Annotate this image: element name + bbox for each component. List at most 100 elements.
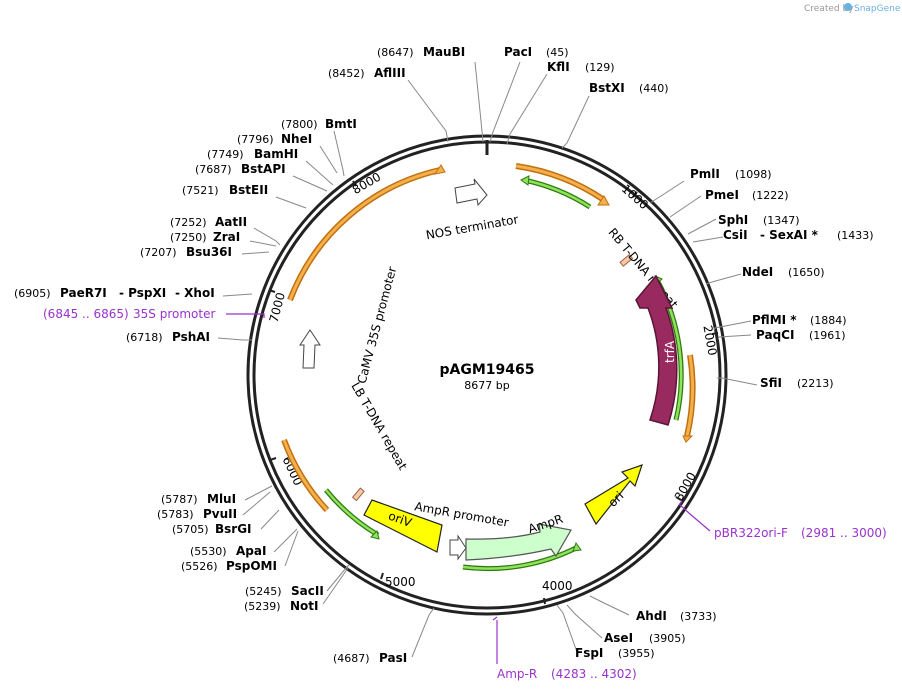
enzyme-position: (3955) [618,647,655,660]
primer-35s-range: (6845 .. 6865) [43,307,129,321]
enzyme-name: NheI [281,132,312,146]
enzyme-name: AhdI [636,609,667,623]
enzyme-name: PmeI [705,188,739,202]
enzyme-position: (8452) [328,67,365,80]
enzyme-position: (2213) [797,377,834,390]
primer-ampR-range: (4283 .. 4302) [551,667,637,681]
enzyme-position: (7800) [281,118,318,131]
enzyme-name: AflIII [374,66,406,80]
nos-terminator-label: NOS terminator [425,212,520,242]
enzyme-position: (3905) [649,632,686,645]
tick-label-4000: 4000 [542,579,573,593]
tick-label-5000: 5000 [385,575,416,589]
enzyme-name: SphI [718,213,748,227]
enzyme-name: PshAI [172,330,210,344]
enzyme-name: BsrGI [215,522,252,536]
enzyme-name: NdeI [742,265,773,279]
enzyme-name: BstAPI [241,162,286,176]
enzyme-position: (7207) [140,246,177,259]
lb-repeat-marker [351,487,365,502]
enzyme-name: Bsu36I [186,245,232,259]
camv-orange-arrow-icon [433,164,446,175]
enzyme-name: BstEII [229,183,268,197]
enzyme-name: CsiI [723,228,748,242]
primer-pbr322-name: pBR322ori-F [714,526,788,540]
enzyme-name: PvuII [203,507,237,521]
enzyme-position: (1098) [735,168,772,181]
enzyme-position: (5783) [157,508,194,521]
primer-35s-name: 35S promoter [133,307,215,321]
enzyme-position: (6905) [14,287,51,300]
rb-repeat-marker [619,253,634,267]
camv-promoter-arrow-icon [299,329,321,369]
enzyme-name: PflMI * [752,313,797,327]
orf-top-green [523,178,591,209]
snapgene-logo-icon [844,3,852,11]
enzyme-name: KflI [547,60,570,74]
camv-promoter-label: CaMV 35S promoter [355,265,400,385]
enzyme-name: BamHI [254,147,298,161]
tick-label-2000: 2000 [700,324,719,357]
enzyme-name: PspOMI [226,559,277,573]
ampR-green-arrow-icon [572,541,582,552]
enzyme-position: (8647) [377,46,414,59]
credit-text: Created by [804,4,854,14]
leader-lines [217,61,758,658]
enzyme-position: (45) [546,46,569,59]
enzyme-name: PaeR7I [60,286,107,300]
ampR-green [462,545,579,570]
enzyme-name: MluI [207,492,236,506]
enzyme-position: (1347) [763,214,800,227]
enzyme-name: ZraI [213,230,240,244]
enzyme-position: (5239) [244,600,281,613]
brand-text: SnapGene [854,4,901,14]
enzyme-name: FspI [575,646,603,660]
enzyme-name: BstXI [589,81,625,95]
camv-orange [288,168,441,301]
trfA-label: trfA [663,340,677,363]
enzyme-position: (1650) [788,266,825,279]
trfA-arrow [635,274,678,426]
enzyme-name: - PspXI [119,286,166,300]
enzyme-position: (7250) [170,231,207,244]
lower-left-orange [282,439,329,512]
ampR-arrow [465,523,572,561]
ori-arrow [584,464,643,526]
right-orange-arrow-icon [682,435,694,443]
orf-top-orange-arrow-icon [597,195,610,206]
enzyme-position: (1884) [810,314,847,327]
enzyme-name: PasI [379,651,407,665]
plasmid-name: pAGM19465 [440,362,535,378]
orf-top-orange [515,164,605,202]
primer-lines [226,313,711,664]
enzyme-name: PmlI [690,167,720,181]
enzyme-position: (7521) [182,184,219,197]
enzyme-position: (7687) [195,163,232,176]
enzyme-position: (4687) [333,652,370,665]
enzyme-name: AatII [215,215,247,229]
enzyme-name: - SexAI * [760,228,819,242]
primer-ampR-name: Amp-R [497,667,537,681]
enzyme-position: (5787) [161,493,198,506]
enzyme-name: ApaI [236,544,266,558]
primer-pbr322-range: (2981 .. 3000) [801,526,887,540]
lower-left-green-arrow-icon [370,530,380,540]
enzyme-position: (1222) [752,189,789,202]
right-orange [685,354,695,437]
enzyme-name: PaqCI [756,328,794,342]
backbone-outer [246,134,728,616]
ampr-promoter-arrow-icon [449,534,467,561]
plasmid-size: 8677 bp [464,379,509,392]
enzyme-position: (129) [585,61,615,74]
enzyme-name: - XhoI [175,286,215,300]
enzyme-name: PacI [504,45,532,59]
enzyme-name: BmtI [325,117,357,131]
orf-top-green-arrow-icon [520,175,530,186]
enzyme-position: (7252) [170,216,207,229]
tick-marks [268,180,719,605]
tick-label-7000: 7000 [267,291,288,324]
enzyme-name: SfiI [760,376,782,390]
enzyme-position: (7796) [237,133,274,146]
enzyme-position: (5705) [172,523,209,536]
